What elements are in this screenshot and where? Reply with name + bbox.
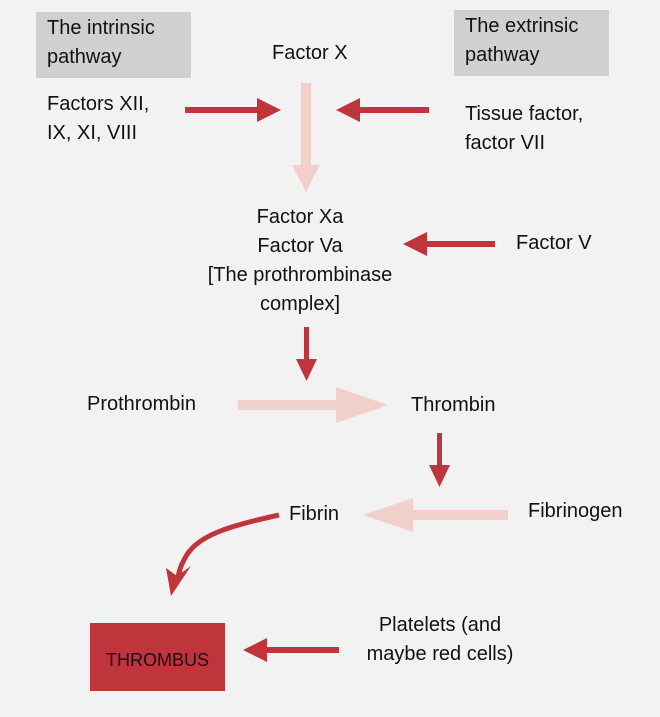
extrinsic-factors-node: Tissue factor, factor VII xyxy=(465,100,583,158)
intrinsic-label-line: The intrinsic xyxy=(47,17,155,39)
extrinsic-label-line: The extrinsic xyxy=(465,15,579,37)
platelets-node: Platelets (and maybe red cells) xyxy=(345,611,535,669)
fibrin-node: Fibrin xyxy=(289,503,340,525)
thrombin-node: Thrombin xyxy=(411,394,496,416)
factor-v-node: Factor V xyxy=(516,232,592,254)
prothrombinase-complex-node: Factor Xa Factor Va [The prothrombinase … xyxy=(185,203,415,319)
factor-x-node: Factor X xyxy=(272,42,348,64)
arrow-fibrinogen-to-fibrin xyxy=(363,498,508,532)
thrombus-node: THROMBUS xyxy=(90,623,225,691)
intrinsic-pathway-label: The intrinsic pathway xyxy=(47,14,155,72)
intrinsic-pathway-box xyxy=(36,12,191,78)
platelets-line: Platelets (and xyxy=(378,614,502,636)
arrow-thrombin-to-fibrin xyxy=(429,433,450,487)
platelets-line: maybe red cells) xyxy=(366,643,514,665)
arrow-fibrin-to-thrombus-head xyxy=(166,566,191,596)
extrinsic-pathway-label: The extrinsic pathway xyxy=(465,12,578,70)
complex-line: Factor Va xyxy=(257,235,343,257)
extrinsic-label-line: pathway xyxy=(465,44,540,66)
arrow-fibrin-to-thrombus xyxy=(175,512,280,579)
arrow-extrinsic-to-factor-x xyxy=(336,98,429,122)
arrow-factor-v-to-complex xyxy=(403,232,495,256)
intrinsic-factors-line: Factors XII, xyxy=(47,93,150,115)
intrinsic-factors-line: IX, XI, VIII xyxy=(47,122,138,144)
arrow-intrinsic-to-factor-x xyxy=(185,98,281,122)
complex-line: Factor Xa xyxy=(256,206,344,228)
thrombus-label: THROMBUS xyxy=(106,649,209,670)
complex-line: [The prothrombinase xyxy=(207,264,393,286)
arrow-complex-to-prothrombin xyxy=(296,327,317,381)
intrinsic-factors-node: Factors XII, IX, XI, VIII xyxy=(47,90,149,148)
extrinsic-factors-line: Tissue factor, xyxy=(465,103,584,125)
intrinsic-label-line: pathway xyxy=(47,46,122,68)
arrow-factor-x-to-complex xyxy=(292,83,320,192)
fibrinogen-node: Fibrinogen xyxy=(528,500,623,522)
arrow-platelets-to-thrombus xyxy=(243,638,339,662)
extrinsic-factors-line: factor VII xyxy=(465,132,546,154)
prothrombin-node: Prothrombin xyxy=(87,393,196,415)
complex-line: complex] xyxy=(259,293,341,315)
extrinsic-pathway-box xyxy=(454,10,609,76)
arrow-prothrombin-to-thrombin xyxy=(238,387,388,423)
